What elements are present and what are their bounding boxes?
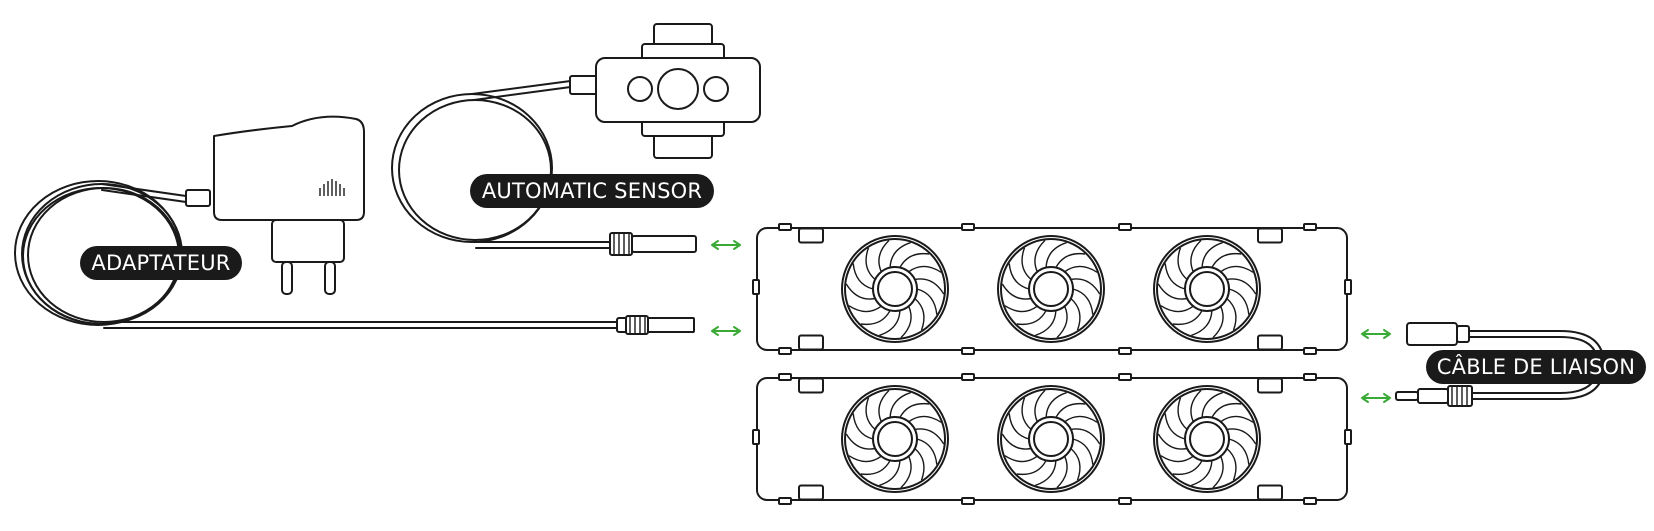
label-adapter-text: ADAPTATEUR — [91, 251, 230, 275]
adapter-pins — [281, 261, 336, 295]
sensor-cable-coil — [391, 93, 553, 243]
fan-unit-bottom — [752, 373, 1352, 505]
label-sensor-text: AUTOMATIC SENSOR — [482, 179, 702, 203]
link-cable-top-arrow — [1361, 329, 1391, 339]
label-link-cable-text: CÂBLE DE LIAISON — [1437, 354, 1635, 379]
fan-unit-top — [752, 223, 1352, 355]
link-cable-male-connector — [1395, 385, 1473, 407]
fan-icon — [841, 235, 949, 343]
fan-icon — [997, 235, 1105, 343]
adapter-body — [213, 115, 365, 221]
connection-arrows — [711, 240, 1391, 403]
adapter-dc-plug — [616, 315, 695, 335]
adapter-plug-head — [271, 219, 345, 263]
power-adapter — [14, 115, 695, 335]
sensor-lens-icon — [627, 68, 729, 110]
fan-icon — [841, 385, 949, 493]
link-cable-bottom-arrow — [1361, 393, 1391, 403]
fan-icon — [997, 385, 1105, 493]
label-adapter: ADAPTATEUR — [80, 246, 242, 280]
label-sensor: AUTOMATIC SENSOR — [470, 174, 714, 208]
label-link-cable: CÂBLE DE LIAISON — [1426, 350, 1646, 384]
link-cable-female-connector — [1406, 322, 1470, 346]
fan-icon — [1153, 235, 1261, 343]
sensor-connection-arrow — [711, 240, 741, 250]
adapter-connection-arrow — [711, 326, 741, 336]
sensor-dc-plug — [609, 232, 697, 256]
fan-units — [752, 223, 1352, 505]
fan-icon — [1153, 385, 1261, 493]
automatic-sensor — [391, 23, 761, 256]
link-cable — [1395, 322, 1605, 407]
adapter-vent — [319, 179, 345, 196]
